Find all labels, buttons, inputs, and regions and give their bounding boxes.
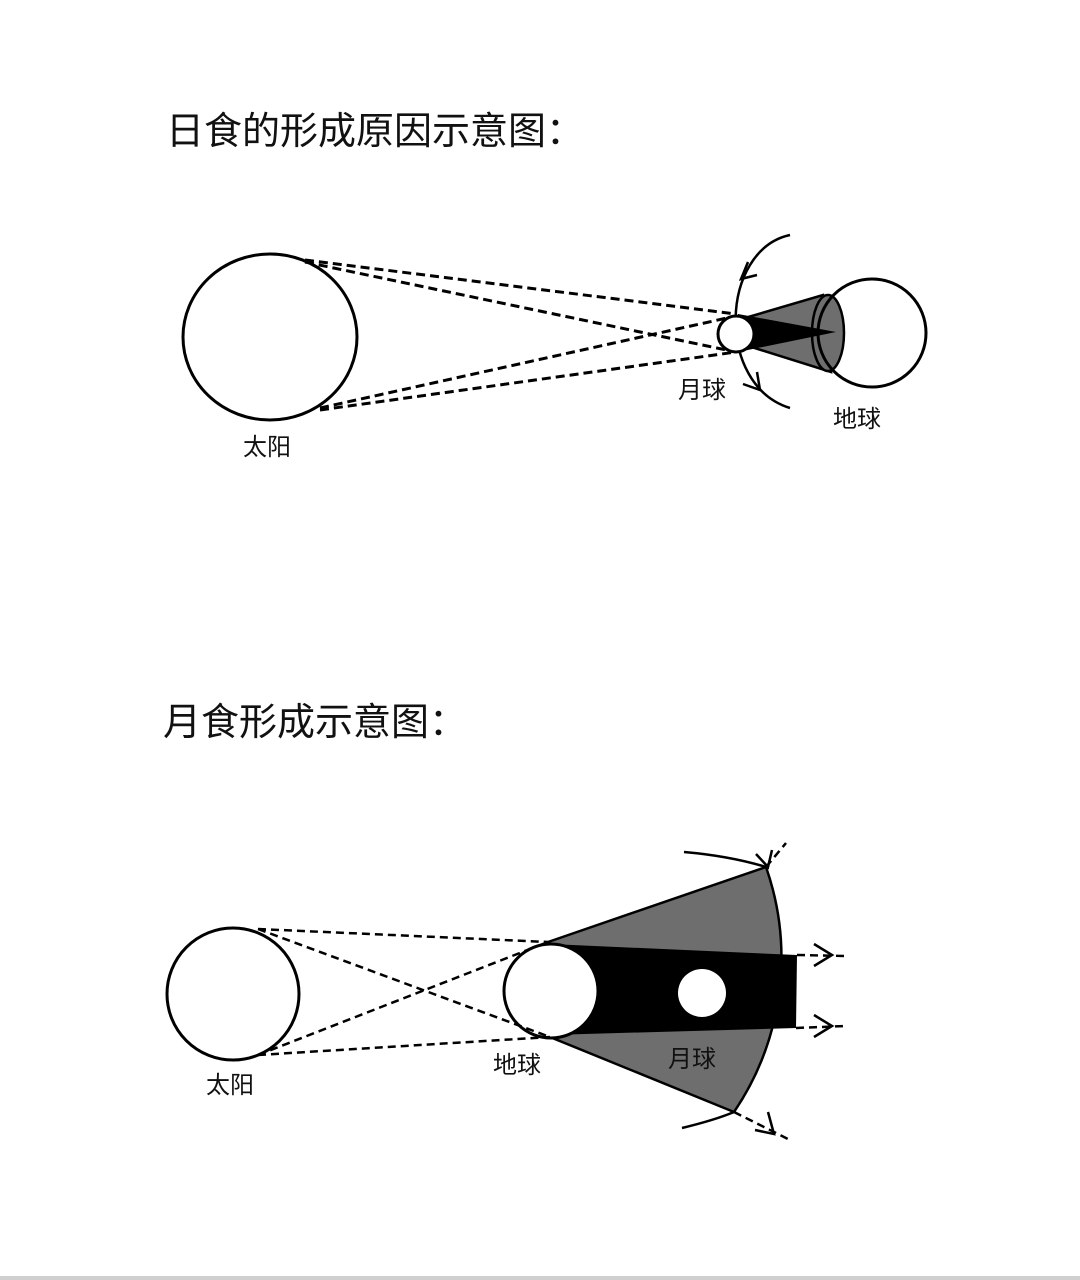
- solar-sun-label: 太阳: [243, 433, 291, 461]
- solar-earth-circle: [816, 277, 928, 389]
- lunar-arrow-top: [755, 849, 774, 870]
- lunar-sun-label: 太阳: [206, 1071, 254, 1099]
- solar-moon-circle: [716, 314, 756, 354]
- lunar-orbit-arc-top: [683, 850, 767, 869]
- lunar-arrow-mid-upper: [813, 942, 835, 968]
- solar-earth-label: 地球: [833, 405, 881, 433]
- lunar-sun-circle: [165, 926, 301, 1062]
- lunar-umbra-region: [550, 944, 797, 1035]
- lunar-moon-circle: [678, 969, 726, 1017]
- lunar-earth-label: 地球: [493, 1051, 541, 1079]
- lunar-orbit-arc-bottom: [681, 1110, 735, 1130]
- solar-sun-circle: [181, 252, 359, 422]
- solar-moon-label: 月球: [678, 376, 726, 404]
- lunar-arrow-bottom: [754, 1111, 776, 1136]
- lunar-eclipse-title: 月食形成示意图：: [163, 700, 468, 744]
- lunar-earth-circle: [502, 942, 600, 1040]
- solar-orbit-arrow-top: [738, 261, 758, 281]
- solar-eclipse-diagram: 太阳 月球 地球: [181, 233, 928, 461]
- lunar-eclipse-diagram: 太阳 地球 月球: [165, 842, 846, 1142]
- lunar-arrowheads: [754, 849, 835, 1136]
- solar-light-rays: [304, 258, 737, 412]
- solar-eclipse-title: 日食的形成原因示意图：: [166, 109, 585, 153]
- lunar-light-rays: [257, 842, 846, 1142]
- lunar-arrow-mid-lower: [813, 1013, 835, 1039]
- solar-orbit-arrow-bottom: [742, 371, 762, 392]
- bottom-divider: [0, 1276, 1080, 1280]
- solar-umbra-cone: [738, 314, 836, 352]
- lunar-moon-label: 月球: [668, 1045, 716, 1073]
